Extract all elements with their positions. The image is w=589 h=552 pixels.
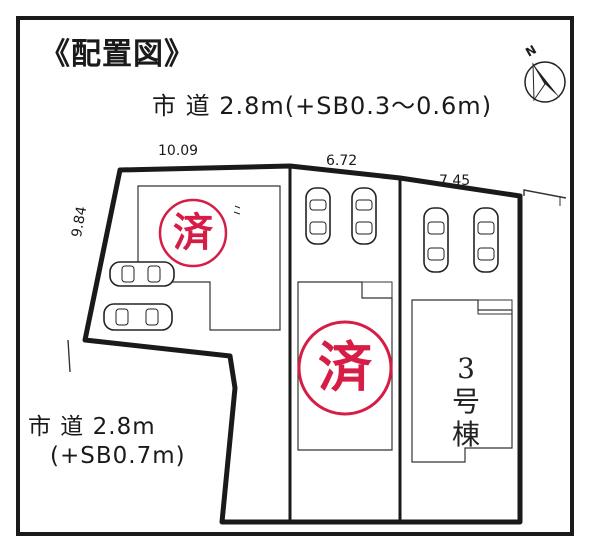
outer-frame: [16, 16, 574, 536]
building-3-number: 3: [457, 352, 475, 385]
sold-stamp-1-circle: [158, 198, 228, 268]
sold-stamp-2-circle: [297, 320, 393, 416]
parking-car-2: [351, 187, 377, 245]
parking-car-4: [473, 207, 499, 273]
road-label-left: 市 道 2.8m: [28, 414, 156, 440]
road-label-top: 市 道 2.8m(+SB0.3〜0.6m): [152, 92, 493, 120]
sold-stamp-1: 済: [173, 210, 213, 256]
sold-stamp-2: 済: [318, 336, 372, 399]
parking-car-3: [423, 207, 449, 273]
north-arrow-icon: [524, 61, 566, 103]
parking-car-6: [103, 303, 173, 331]
dimension-label: 6.72: [326, 153, 358, 169]
dimension-label: 7.45: [439, 173, 471, 189]
road-edge-left: [67, 339, 71, 373]
lot1-mark: [233, 205, 241, 215]
page-title: 《配置図》: [40, 37, 195, 72]
dimension-label: 10.09: [158, 143, 199, 159]
road-label-left-setback: (+SB0.7m): [50, 443, 186, 469]
parking-car-1: [305, 187, 331, 245]
building-3-label: 3 号 棟: [450, 352, 482, 451]
site-boundary: [82, 163, 523, 525]
lot3-small-box: [477, 299, 513, 315]
lot2-small-box: [361, 281, 393, 299]
building-3-go: 号: [451, 385, 480, 419]
parking-car-5: [109, 261, 175, 287]
road-edge-right: [523, 189, 567, 199]
building-3-to: 棟: [451, 418, 480, 452]
